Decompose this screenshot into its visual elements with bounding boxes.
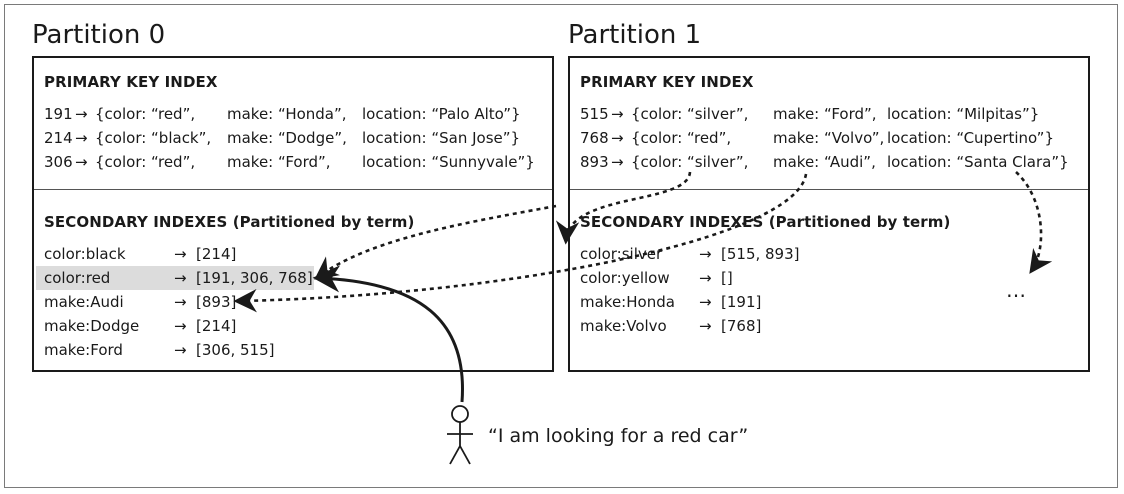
more-ellipsis: … (1006, 278, 1028, 302)
dashed-arrow-audi (233, 173, 808, 313)
dashed-arrow-silver (555, 171, 692, 245)
index-term: color:black (44, 245, 126, 263)
index-ids: [306, 515] (196, 341, 275, 359)
record-color: {color: “silver”, (631, 105, 749, 123)
partition-0-primary-header: PRIMARY KEY INDEX (44, 73, 218, 91)
record-color: {color: “red”, (95, 153, 196, 171)
record-key: 191 (44, 105, 73, 123)
dashed-arrow-location (1015, 171, 1053, 274)
arrow-icon: → (699, 269, 712, 287)
arrow-icon: → (75, 105, 88, 123)
index-term: make:Honda (580, 293, 675, 311)
partition-1-title: Partition 1 (568, 20, 702, 50)
arrow-icon: → (174, 245, 187, 263)
record-make: make: “Ford”, (773, 105, 877, 123)
record-location: location: “Palo Alto”} (362, 105, 521, 123)
record-key: 768 (580, 129, 609, 147)
arrow-icon: → (611, 105, 624, 123)
arrow-icon: → (174, 317, 187, 335)
record-key: 515 (580, 105, 609, 123)
partition-0-box (32, 56, 554, 372)
partition-0-title: Partition 0 (32, 20, 166, 50)
index-ids: [214] (196, 245, 237, 263)
record-key: 893 (580, 153, 609, 171)
user-icon (447, 405, 473, 465)
index-ids: [893] (196, 293, 237, 311)
index-ids: [515, 893] (721, 245, 800, 263)
arrow-icon: → (75, 129, 88, 147)
arrow-icon: → (699, 245, 712, 263)
index-term: make:Dodge (44, 317, 140, 335)
highlighted-term-row (36, 266, 314, 290)
arrow-icon: → (699, 317, 712, 335)
index-ids: [191, 306, 768] (196, 269, 313, 287)
user-query-quote: “I am looking for a red car” (488, 425, 749, 447)
index-term: color:yellow (580, 269, 670, 287)
record-color: {color: “black”, (95, 129, 212, 147)
record-location: location: “Milpitas”} (887, 105, 1040, 123)
partition-0-secondary-header: SECONDARY INDEXES (Partitioned by term) (44, 213, 415, 231)
record-key: 306 (44, 153, 73, 171)
dashed-arrow-red (314, 204, 557, 280)
index-ids: [768] (721, 317, 762, 335)
arrow-icon: → (75, 153, 88, 171)
index-term: color:silver (580, 245, 663, 263)
index-ids: [191] (721, 293, 762, 311)
index-term: color:red (44, 269, 111, 287)
record-color: {color: “silver”, (631, 153, 749, 171)
index-ids: [214] (196, 317, 237, 335)
arrow-icon: → (174, 293, 187, 311)
partition-0-divider (34, 189, 552, 190)
record-make: make: “Honda”, (227, 105, 347, 123)
partition-1-primary-header: PRIMARY KEY INDEX (580, 73, 754, 91)
record-color: {color: “red”, (95, 105, 196, 123)
index-term: make:Audi (44, 293, 124, 311)
outer-frame (4, 4, 1118, 488)
record-key: 214 (44, 129, 73, 147)
arrow-icon: → (611, 129, 624, 147)
arrow-icon: → (699, 293, 712, 311)
record-make: make: “Dodge”, (227, 129, 347, 147)
record-make: make: “Ford”, (227, 153, 331, 171)
record-color: {color: “red”, (631, 129, 732, 147)
record-location: location: “Sunnyvale”} (362, 153, 535, 171)
query-arrow (312, 265, 464, 403)
index-term: make:Ford (44, 341, 123, 359)
record-make: make: “Volvo”, (773, 129, 885, 147)
arrow-icon: → (174, 341, 187, 359)
partition-1-box (568, 56, 1090, 372)
index-ids: [] (721, 269, 733, 287)
index-term: make:Volvo (580, 317, 667, 335)
partition-1-divider (570, 189, 1088, 190)
arrow-icon: → (611, 153, 624, 171)
record-location: location: “Cupertino”} (887, 129, 1054, 147)
record-make: make: “Audi”, (773, 153, 876, 171)
partition-1-secondary-header: SECONDARY INDEXES (Partitioned by term) (580, 213, 951, 231)
record-location: location: “Santa Clara”} (887, 153, 1069, 171)
record-location: location: “San Jose”} (362, 129, 521, 147)
arrow-icon: → (174, 269, 187, 287)
